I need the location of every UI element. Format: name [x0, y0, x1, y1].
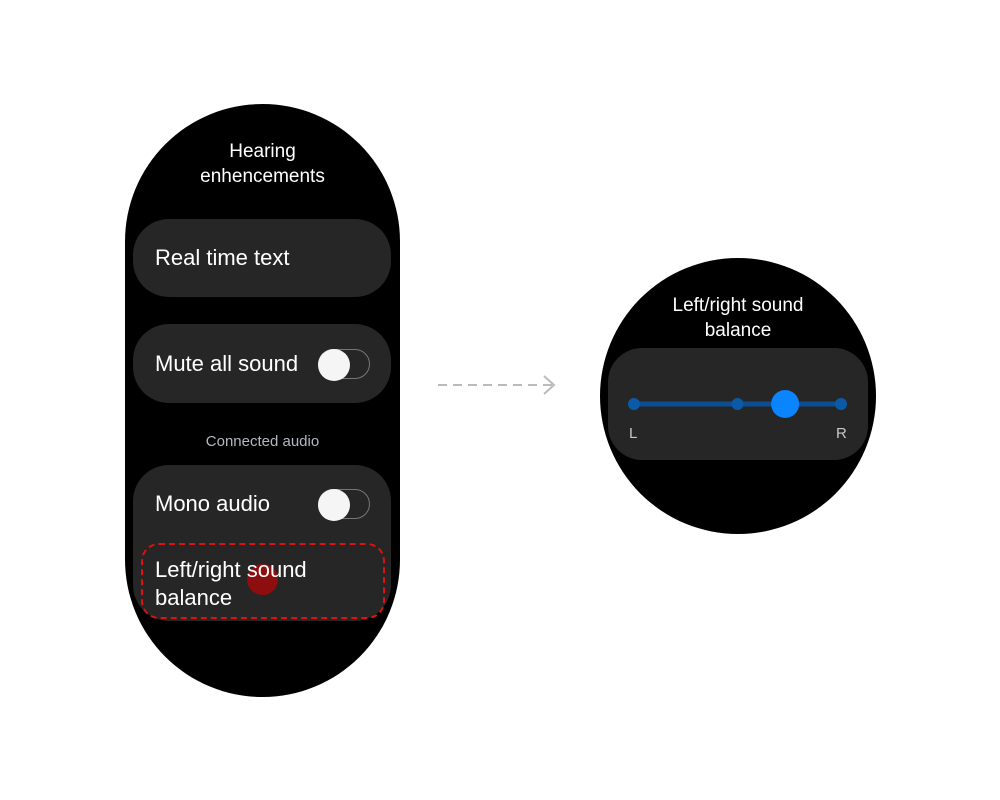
left-right-sound-balance-item[interactable]: Left/right sound balance: [133, 543, 391, 621]
mute-all-sound-item[interactable]: Mute all sound: [133, 324, 391, 403]
mono-audio-item[interactable]: Mono audio: [133, 465, 391, 543]
left-label: L: [629, 425, 638, 442]
watch-screen-hearing-enhancements: Hearing enhencements Real time text Mute…: [125, 104, 400, 697]
section-header: Connected audio: [205, 433, 320, 450]
highlight-box: [141, 543, 385, 619]
toggle-knob: [318, 489, 350, 521]
item-label: Mute all sound: [155, 351, 299, 376]
mute-all-sound-toggle[interactable]: [318, 349, 370, 381]
slider-tick: [731, 398, 744, 410]
slider-thumb[interactable]: [771, 390, 800, 418]
arrow-right-icon: [438, 375, 556, 395]
real-time-text-item[interactable]: Real time text: [133, 219, 391, 297]
page-title: Left/right sound balance: [672, 295, 804, 341]
slider-tick: [835, 398, 847, 410]
mono-audio-toggle[interactable]: [318, 489, 370, 521]
balance-slider[interactable]: [608, 348, 868, 460]
toggle-knob: [318, 349, 350, 381]
balance-card: L R: [608, 348, 868, 460]
item-label: Left/right sound balance: [155, 557, 307, 610]
item-label: Mono audio: [155, 491, 270, 516]
right-label: R: [836, 425, 847, 442]
slider-tick: [628, 398, 640, 410]
item-label: Real time text: [155, 245, 290, 270]
tap-indicator: [247, 564, 278, 595]
page-title: Hearing enhencements: [200, 141, 325, 187]
watch-screen-sound-balance: Left/right sound balance L R: [600, 258, 876, 534]
